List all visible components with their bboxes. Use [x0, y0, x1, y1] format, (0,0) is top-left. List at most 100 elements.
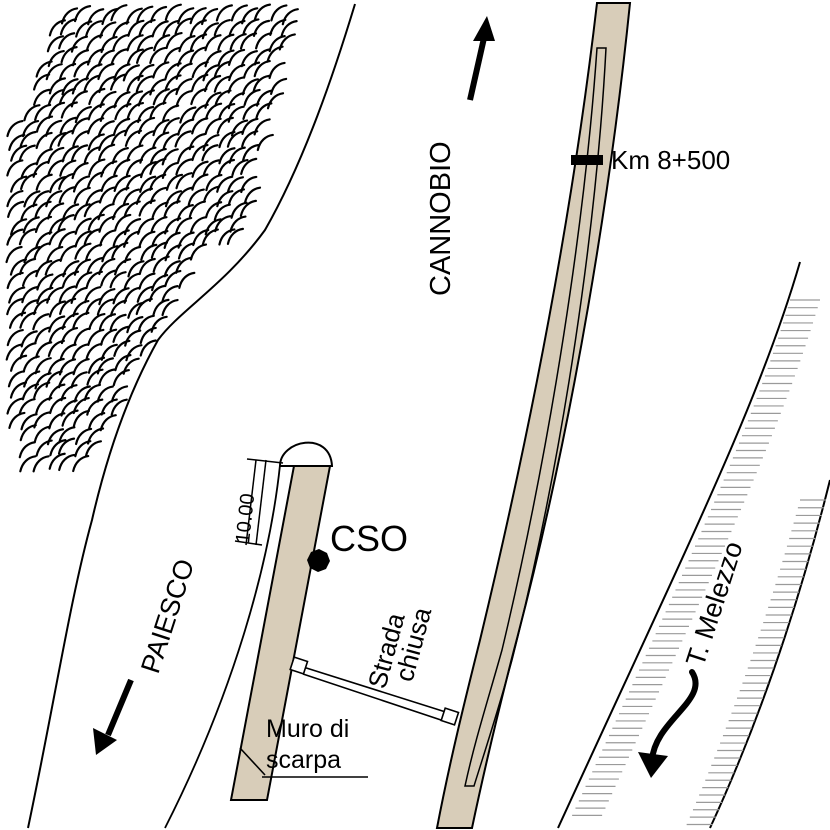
rock-hachure-stroke: [213, 203, 231, 221]
rock-hachure-stroke: [85, 189, 103, 207]
rock-hachure-stroke: [163, 46, 181, 65]
rock-hachure-stroke: [7, 370, 26, 388]
rock-hachure-stroke: [189, 216, 208, 234]
rock-hachure-stroke: [61, 78, 79, 96]
rock-hachure-stroke: [122, 188, 141, 206]
rock-hachure-stroke: [57, 437, 76, 455]
rock-hachure-stroke: [218, 102, 236, 121]
arrow-south-icon: [93, 678, 134, 755]
rock-hachure-stroke: [72, 311, 90, 330]
rock-hachure-stroke: [175, 158, 193, 176]
rock-hachure-stroke: [205, 201, 223, 219]
rock-hachure-stroke: [138, 257, 156, 276]
rock-hachure-stroke: [58, 32, 76, 50]
rock-hachure-stroke: [165, 31, 183, 50]
rock-hachure-stroke: [151, 20, 169, 38]
rock-hachure-stroke: [44, 258, 62, 276]
arrow-north-icon: [467, 16, 495, 101]
rock-hachure-stroke: [113, 339, 131, 358]
rock-hachure-stroke: [140, 243, 158, 261]
rock-hachure-stroke: [75, 271, 93, 289]
rock-hachure-stroke: [109, 299, 128, 317]
rock-hachure-stroke: [35, 439, 53, 457]
rock-hachure-stroke: [231, 158, 249, 177]
rock-hachure-stroke: [45, 190, 63, 208]
rock-hachure-stroke: [20, 162, 38, 180]
rock-hachure-stroke: [191, 73, 209, 91]
stream-flow-arrowhead: [638, 752, 668, 778]
rock-hachure-stroke: [83, 228, 101, 246]
rock-hachure-stroke: [218, 130, 236, 149]
rock-hachure-stroke: [34, 200, 52, 218]
rock-hachure-stroke: [59, 297, 77, 315]
closed-road-barrier: [289, 656, 460, 726]
rock-hachure-stroke: [71, 162, 89, 180]
rock-hachure-stroke: [74, 440, 92, 458]
rock-hachure-stroke: [189, 19, 207, 37]
rock-hachure-stroke: [10, 218, 28, 236]
rock-hachure-stroke: [163, 231, 181, 249]
rock-hachure-stroke: [126, 316, 144, 334]
rock-hachure-stroke: [32, 190, 50, 208]
dimension-10-00: [234, 458, 284, 546]
stream-flow-arrow: [649, 669, 699, 763]
rock-hachure-stroke: [139, 326, 157, 345]
rock-hachure-stroke: [34, 215, 53, 234]
rock-hachure-stroke: [126, 101, 145, 120]
rock-hachure-stroke: [46, 286, 64, 304]
rock-hachure-stroke: [175, 172, 193, 190]
rock-hachure-stroke: [23, 190, 41, 208]
rock-hachure-stroke: [188, 200, 207, 218]
km-marker-bar: [571, 155, 603, 165]
rock-hachure-stroke: [58, 453, 76, 472]
rock-hachure-stroke: [138, 230, 156, 248]
rock-hachure-stroke: [47, 159, 65, 177]
rock-hachure-stroke: [153, 34, 171, 52]
rock-hachure-stroke: [35, 341, 53, 359]
rock-hachure-stroke: [190, 87, 208, 106]
rock-hachure-stroke: [136, 5, 154, 23]
rock-hachure-stroke: [85, 20, 103, 38]
rock-hachure-stroke: [112, 21, 130, 39]
rock-hachure-stroke: [113, 117, 131, 136]
rock-hachure-stroke: [163, 200, 181, 218]
rock-hachure-stroke: [6, 271, 24, 290]
wall-label-leader: [239, 747, 368, 778]
rock-hachure-stroke: [98, 186, 117, 204]
rock-hachure-stroke: [177, 242, 196, 260]
rock-hachure-stroke: [9, 354, 28, 372]
rock-hachure-stroke: [138, 18, 156, 37]
rock-hachure-stroke: [242, 61, 261, 79]
rock-hachure-stroke: [21, 383, 40, 401]
rock-hachure-stroke: [213, 75, 231, 93]
rock-hachure-stroke: [6, 159, 24, 177]
rock-hachure-stroke: [20, 413, 38, 431]
rock-hachure-stroke: [216, 116, 234, 134]
rock-hachure-stroke: [100, 160, 118, 178]
rock-hachure-stroke: [35, 231, 53, 249]
rock-hachure-stroke: [74, 230, 92, 248]
rock-hachure-stroke: [7, 200, 25, 218]
rock-hachure-stroke: [243, 186, 262, 204]
rock-hachure-stroke: [35, 173, 53, 191]
rock-hachure-stroke: [124, 329, 142, 347]
rock-hachure-stroke: [83, 200, 101, 218]
rock-hachure-stroke: [59, 18, 78, 36]
rock-hachure-stroke: [228, 19, 246, 38]
rock-hachure-stroke: [201, 144, 219, 162]
rock-hachure-stroke: [150, 241, 169, 259]
rock-hachure-stroke: [135, 46, 154, 64]
stream-bank-line-left: [557, 261, 801, 829]
rock-hachure-stroke: [112, 33, 130, 51]
rock-hachure-stroke: [71, 343, 89, 361]
rock-hachure-stroke: [139, 175, 157, 193]
rock-hachure-stroke: [87, 213, 105, 231]
rock-hachure-stroke: [85, 297, 103, 315]
rock-hachure-stroke: [74, 427, 93, 446]
rock-hachure-stroke: [87, 133, 105, 151]
rock-hachure-stroke: [230, 201, 248, 219]
rock-hachure-stroke: [114, 354, 132, 372]
rock-hachure-stroke: [47, 49, 65, 68]
rock-hachure-stroke: [21, 286, 39, 304]
